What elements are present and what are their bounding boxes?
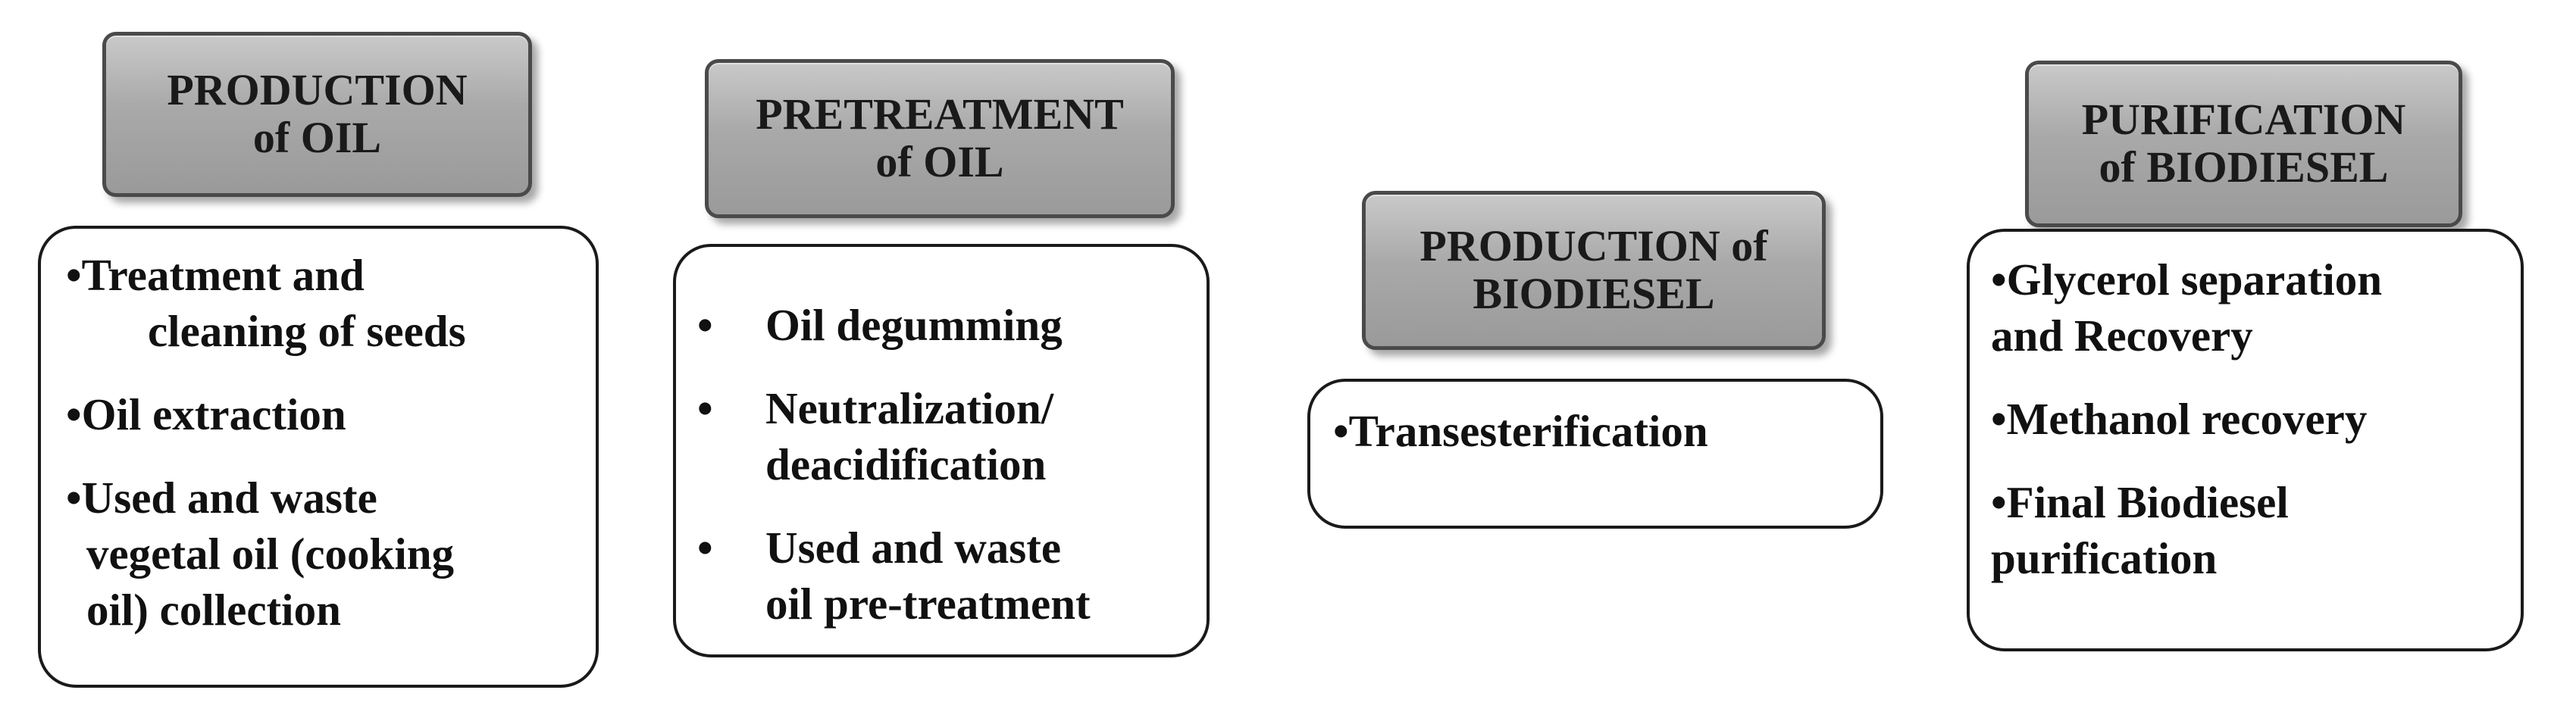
stage-1-content-box: •Treatment and cleaning of seeds •Oil ex…: [38, 226, 599, 688]
stage-2-header: PRETREATMENT of OIL: [705, 59, 1175, 218]
stage-1-header: PRODUCTION of OIL: [102, 32, 532, 197]
stage-1-header-line-2: of OIL: [252, 113, 382, 162]
stage-3-header-line-1: PRODUCTION of: [1419, 221, 1768, 271]
stage-2-header-line-1: PRETREATMENT: [756, 89, 1124, 139]
stage-4-item-1-line-1: •Glycerol separation: [1991, 254, 2383, 304]
stage-4-item-2-line-1: •Methanol recovery: [1991, 394, 2368, 444]
stage-1-item-3-line-1: •Used and waste: [66, 473, 377, 523]
stage-2-item-2-line-1: Neutralization/: [765, 383, 1054, 433]
stage-4-header-line-2: of BIODIESEL: [2099, 142, 2389, 192]
stage-2-bullet-3: •: [697, 523, 713, 573]
stage-2-item-3-line-1: Used and waste: [765, 523, 1062, 573]
stage-1-item-3-line-3: oil) collection: [86, 585, 341, 635]
stage-2-bullet-2: •: [697, 383, 713, 433]
stage-2-item-1-line-1: Oil degumming: [765, 300, 1063, 350]
stage-2-content-box: • Oil degumming • Neutralization/ deacid…: [673, 244, 1210, 657]
stage-2-header-line-2: of OIL: [875, 137, 1004, 186]
stage-2-item-2-line-2: deacidification: [765, 439, 1047, 489]
stage-4-item-1-line-2: and Recovery: [1991, 311, 2253, 361]
stage-3-content-box: •Transesterification: [1307, 379, 1883, 529]
stage-2-item-3-line-2: oil pre-treatment: [765, 579, 1091, 629]
stage-1-item-3-line-2: vegetal oil (cooking: [86, 529, 455, 579]
stage-4-content-box: •Glycerol separation and Recovery •Metha…: [1967, 229, 2524, 651]
stage-4-header-line-1: PURIFICATION: [2081, 95, 2406, 145]
stage-1-item-2-line-1: •Oil extraction: [66, 389, 346, 439]
stage-4-header: PURIFICATION of BIODIESEL: [2025, 61, 2462, 227]
stage-4-item-3-line-2: purification: [1991, 533, 2218, 583]
stage-3-header: PRODUCTION of BIODIESEL: [1362, 191, 1826, 350]
stage-1-item-1-line-2: cleaning of seeds: [148, 306, 466, 356]
stage-1-header-line-1: PRODUCTION: [167, 65, 468, 115]
stage-2-bullet-1: •: [697, 300, 713, 350]
stage-3-item-1-line-1: •Transesterification: [1333, 406, 1708, 456]
stage-1-item-1-line-1: •Treatment and: [66, 250, 365, 300]
stage-3-header-line-2: BIODIESEL: [1473, 269, 1715, 318]
stage-4-item-3-line-1: •Final Biodiesel: [1991, 477, 2289, 527]
